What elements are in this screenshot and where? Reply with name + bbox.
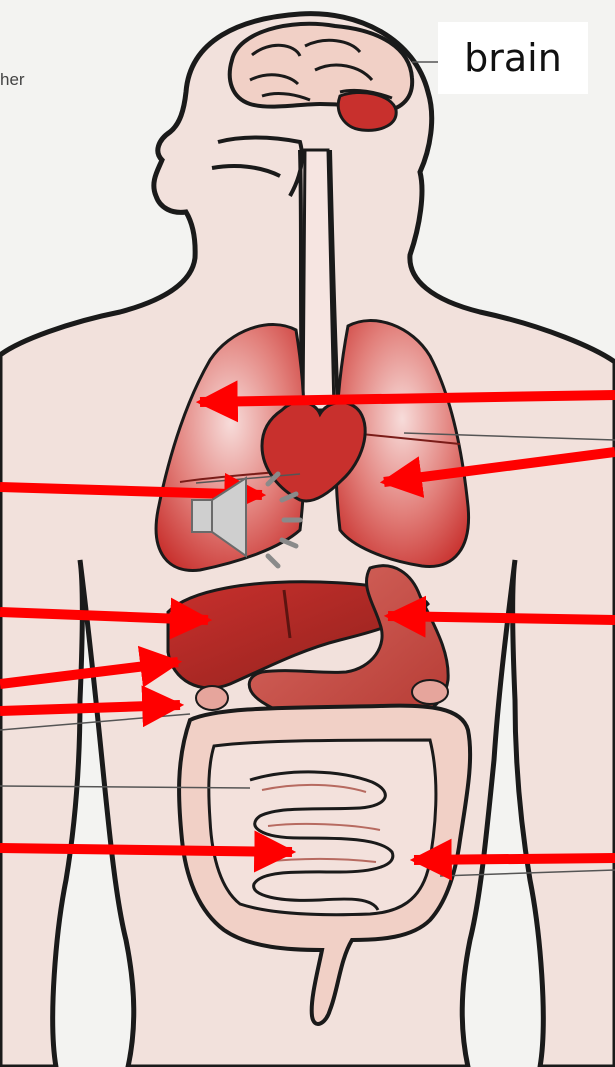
windpipe	[303, 150, 334, 410]
speaker-body	[192, 500, 212, 532]
arrow-large-intestine	[414, 858, 615, 860]
brain-label: brain	[464, 36, 562, 80]
arrow-small-intestine	[0, 848, 292, 852]
cerebellum	[338, 92, 396, 130]
large-intestine-inner	[209, 740, 436, 915]
pancreas	[412, 680, 448, 704]
cropped-caption-text: her	[0, 70, 25, 90]
brain-label-box: brain	[438, 22, 588, 94]
arrow-pancreas	[0, 705, 180, 711]
arrow-stomach	[388, 616, 615, 620]
arrow-lungs	[200, 395, 615, 402]
gall-bladder	[196, 686, 228, 710]
